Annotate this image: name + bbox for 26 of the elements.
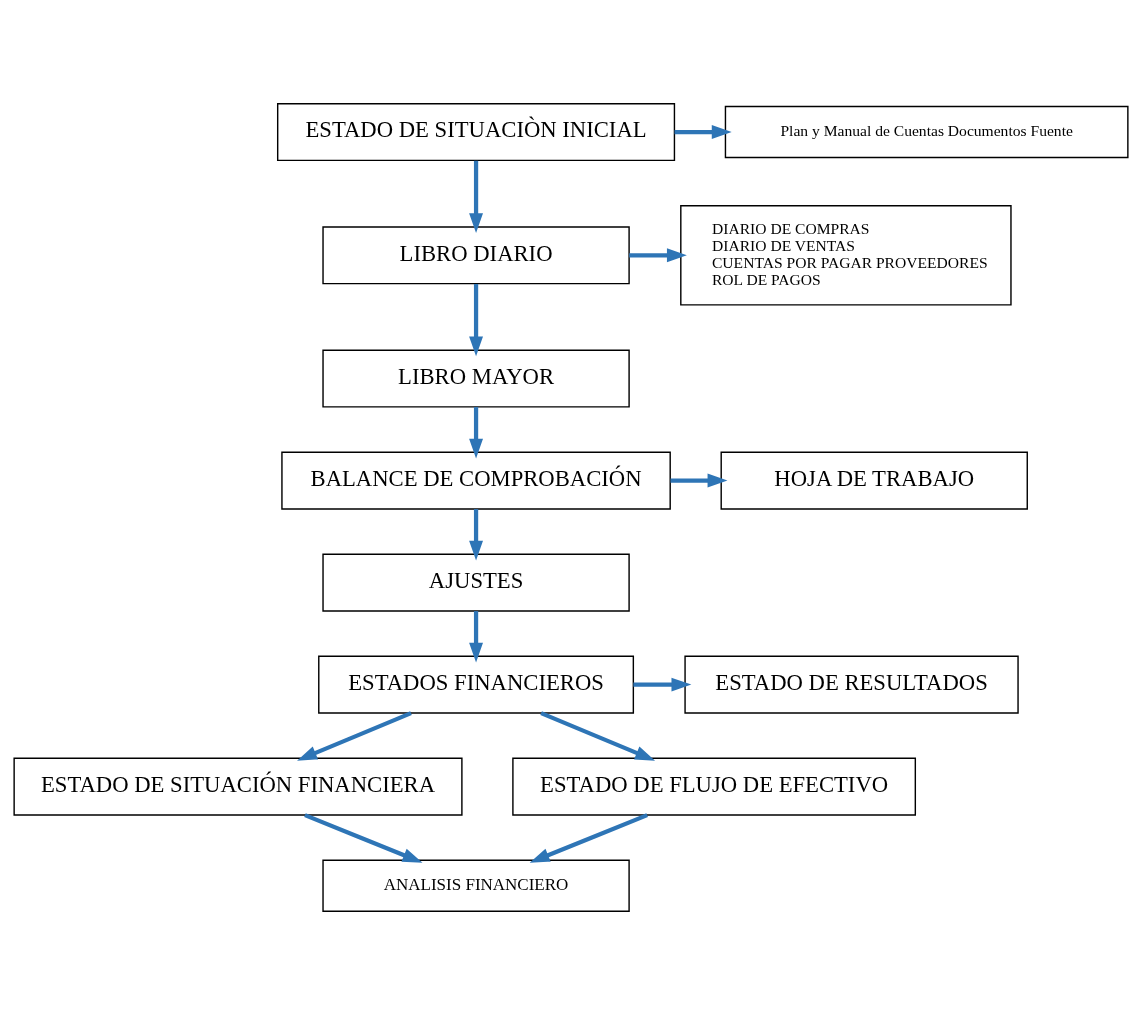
arrow xyxy=(670,473,728,488)
arrow xyxy=(297,710,412,761)
node-box: ANALISIS FINANCIERO xyxy=(322,859,630,912)
node-box: AJUSTES xyxy=(322,553,630,612)
arrow xyxy=(304,812,423,863)
arrow xyxy=(469,508,484,561)
arrow xyxy=(674,124,732,139)
arrow xyxy=(469,610,484,663)
arrow xyxy=(633,677,692,692)
node-box: BALANCE DE COMPROBACIÓN xyxy=(281,451,671,510)
arrow xyxy=(469,283,484,356)
node-box: ESTADOS FINANCIEROS xyxy=(318,655,635,714)
node-box: Plan y Manual de Cuentas Documentos Fuente xyxy=(724,105,1129,158)
arrow xyxy=(629,247,687,262)
node-box: LIBRO DIARIO xyxy=(322,225,630,284)
arrow xyxy=(469,160,484,233)
node-box: HOJA DE TRABAJO xyxy=(720,451,1028,510)
node-box: ESTADO DE FLUJO DE EFECTIVO xyxy=(512,757,917,816)
arrow xyxy=(529,812,648,863)
node-box: LIBRO MAYOR xyxy=(322,349,630,408)
node-box: DIARIO DE COMPRAS DIARIO DE VENTAS CUENTAS POR PAGAR PROVEEDORES ROL DE PAGOS xyxy=(680,204,1012,306)
arrow xyxy=(540,710,656,761)
node-box: ESTADO DE SITUACIÓN FINANCIERA xyxy=(13,757,463,816)
arrow xyxy=(469,406,484,459)
node-box: ESTADO DE SITUACIÒN INICIAL xyxy=(277,102,676,161)
node-box: ESTADO DE RESULTADOS xyxy=(684,655,1019,714)
